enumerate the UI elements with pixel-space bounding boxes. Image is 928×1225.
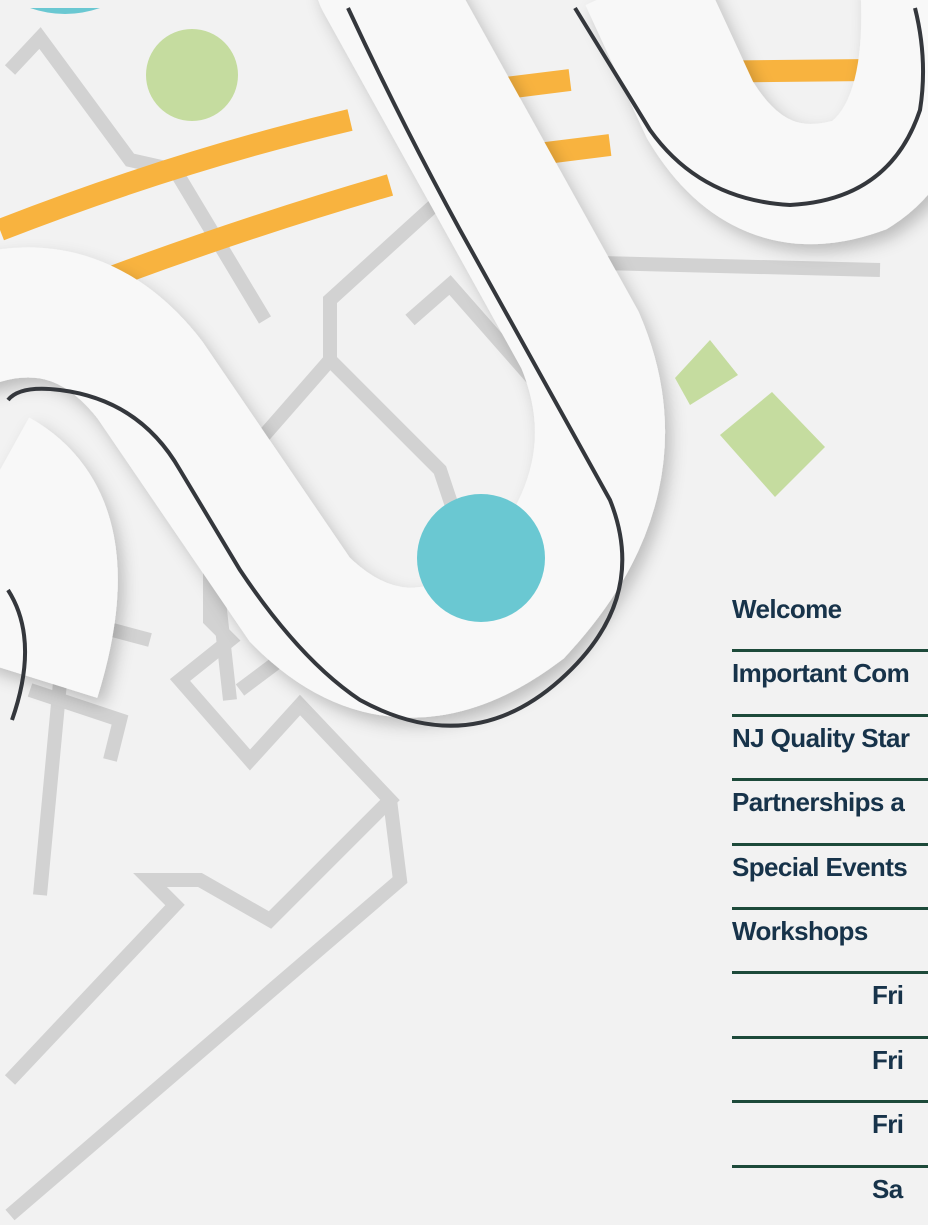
toc-subitem-friday-3[interactable]: Fri [732, 1103, 928, 1168]
toc-item-label: Partnerships a [732, 787, 905, 818]
toc-item-important[interactable]: Important Com [732, 652, 928, 717]
toc-item-label: NJ Quality Star [732, 722, 910, 753]
toc-item-welcome[interactable]: Welcome [732, 588, 928, 653]
toc-item-special-events[interactable]: Special Events [732, 846, 928, 910]
toc-subitem-label: Fri [872, 980, 904, 1011]
toc-subitem-friday-2[interactable]: Fri [732, 1039, 928, 1104]
toc-subitem-saturday[interactable]: Sa [732, 1168, 928, 1225]
toc-subitem-friday-1[interactable]: Fri [732, 974, 928, 1039]
toc-item-nj-quality[interactable]: NJ Quality Star [732, 717, 928, 782]
main-roads [0, 0, 928, 718]
toc-subitem-label: Fri [872, 1109, 904, 1140]
toc-item-label: Important Com [732, 658, 910, 689]
park-shapes [146, 29, 825, 497]
toc-item-workshops[interactable]: Workshops [732, 910, 928, 975]
road-center-lines [6, 6, 926, 728]
toc-item-label: Special Events [732, 851, 908, 882]
table-of-contents: Welcome Important Com NJ Quality Star Pa… [732, 588, 928, 1225]
toc-item-label: Workshops [732, 915, 868, 946]
map-markers [30, 8, 545, 622]
toc-item-label: Welcome [732, 594, 842, 624]
toc-subitem-label: Sa [872, 1173, 903, 1204]
toc-subitem-label: Fri [872, 1044, 904, 1075]
toc-item-partnerships[interactable]: Partnerships a [732, 781, 928, 846]
